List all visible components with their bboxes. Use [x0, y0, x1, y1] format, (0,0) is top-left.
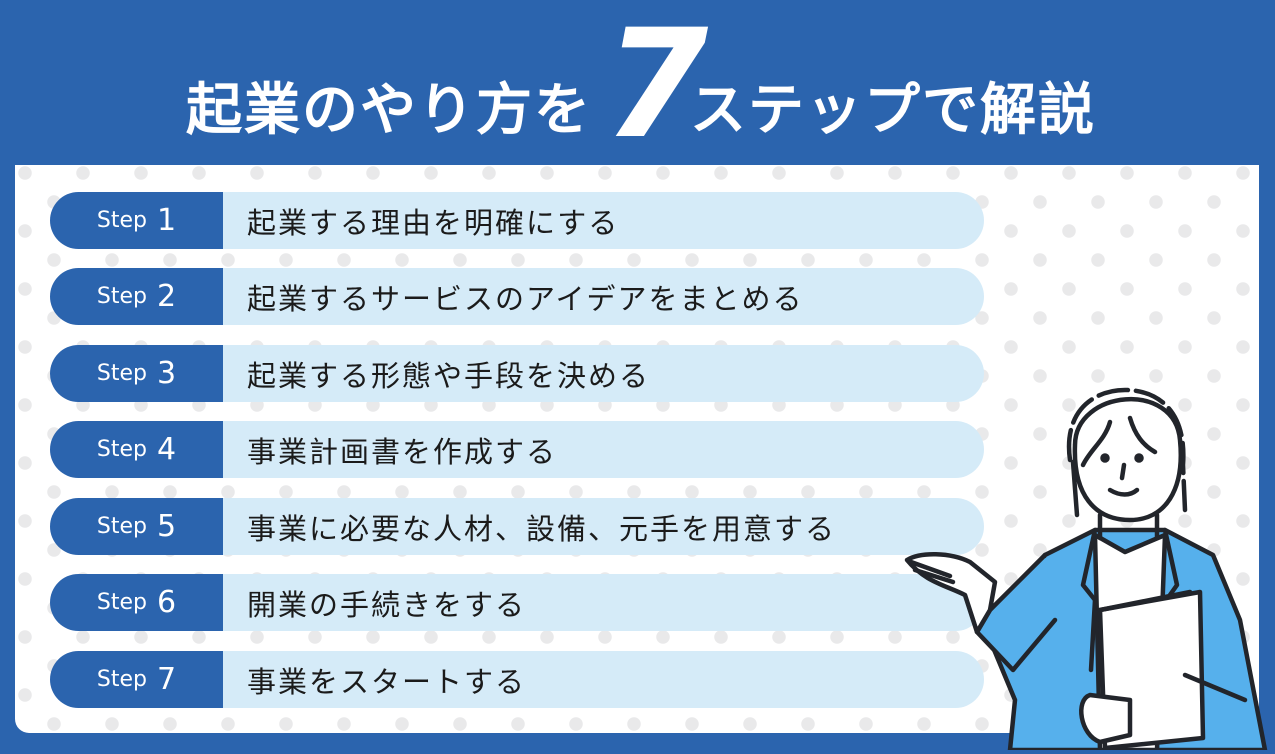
- step-badge: Step 7: [50, 651, 223, 708]
- step-badge: Step 1: [50, 192, 223, 249]
- step-item-1: Step 1 起業する理由を明確にする: [50, 192, 984, 249]
- step-text: 事業をスタートする: [223, 651, 984, 708]
- step-item-7: Step 7 事業をスタートする: [50, 651, 984, 708]
- step-word: Step: [96, 284, 147, 309]
- step-item-5: Step 5 事業に必要な人材、設備、元手を用意する: [50, 498, 984, 555]
- businesswoman-illustration: [895, 370, 1275, 753]
- step-item-6: Step 6 開業の手続きをする: [50, 574, 984, 631]
- step-text: 起業するサービスのアイデアをまとめる: [223, 268, 984, 325]
- step-number: 3: [157, 356, 177, 391]
- step-item-3: Step 3 起業する形態や手段を決める: [50, 345, 984, 402]
- step-badge: Step 6: [50, 574, 223, 631]
- header-banner: 起業のやり方を 7 ステップで解説: [0, 0, 1275, 165]
- step-word: Step: [96, 590, 147, 615]
- step-word: Step: [96, 667, 147, 692]
- step-number: 7: [157, 662, 177, 697]
- step-word: Step: [96, 437, 147, 462]
- step-item-4: Step 4 事業計画書を作成する: [50, 421, 984, 478]
- title-number: 7: [604, 0, 709, 172]
- step-number: 5: [157, 509, 177, 544]
- step-word: Step: [96, 208, 147, 233]
- step-badge: Step 4: [50, 421, 223, 478]
- step-text: 起業する形態や手段を決める: [223, 345, 984, 402]
- step-number: 4: [157, 432, 177, 467]
- title-suffix: ステップで解説: [690, 78, 1096, 143]
- step-badge: Step 3: [50, 345, 223, 402]
- step-word: Step: [96, 514, 147, 539]
- step-badge: Step 5: [50, 498, 223, 555]
- step-number: 2: [157, 279, 177, 314]
- title-prefix: 起業のやり方を: [186, 78, 592, 143]
- content-panel: Step 1 起業する理由を明確にする Step 2 起業するサービスのアイデア…: [15, 165, 1259, 733]
- step-number: 6: [157, 585, 177, 620]
- step-text: 事業に必要な人材、設備、元手を用意する: [223, 498, 984, 555]
- step-text: 事業計画書を作成する: [223, 421, 984, 478]
- step-word: Step: [96, 361, 147, 386]
- step-text: 開業の手続きをする: [223, 574, 984, 631]
- step-item-2: Step 2 起業するサービスのアイデアをまとめる: [50, 268, 984, 325]
- step-number: 1: [157, 203, 177, 238]
- step-text: 起業する理由を明確にする: [223, 192, 984, 249]
- step-badge: Step 2: [50, 268, 223, 325]
